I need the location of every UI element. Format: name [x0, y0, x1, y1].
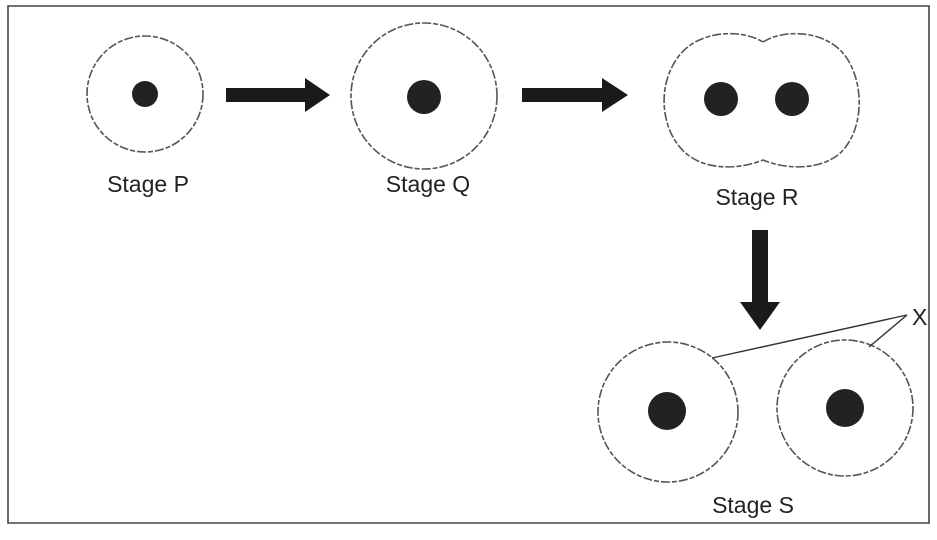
stage-s-left-nucleus: [648, 392, 686, 430]
stage-s-label: Stage S: [712, 492, 794, 518]
stage-q-cell: [350, 22, 498, 170]
pointer-line-left: [711, 314, 908, 359]
stage-q-label: Stage Q: [386, 171, 470, 197]
stage-p-cell: [86, 35, 204, 153]
stage-s-right-nucleus: [826, 389, 864, 427]
stage-p-nucleus: [132, 81, 158, 107]
arrow-q-to-r: [522, 78, 628, 112]
stage-r-label: Stage R: [715, 184, 798, 210]
stage-r-membrane: [663, 32, 860, 168]
pointer-line-right: [868, 314, 908, 348]
stage-r-cell: [663, 32, 860, 168]
arrow-r-to-s: [740, 230, 780, 330]
stage-r-nucleus-left: [704, 82, 738, 116]
pointer-label-x: X: [912, 304, 927, 330]
diagram-border: [7, 5, 930, 524]
stage-s-cells: [597, 339, 914, 483]
arrow-p-to-q: [226, 78, 330, 112]
stage-r-nucleus-right: [775, 82, 809, 116]
stage-p-label: Stage P: [107, 171, 189, 197]
stage-q-nucleus: [407, 80, 441, 114]
